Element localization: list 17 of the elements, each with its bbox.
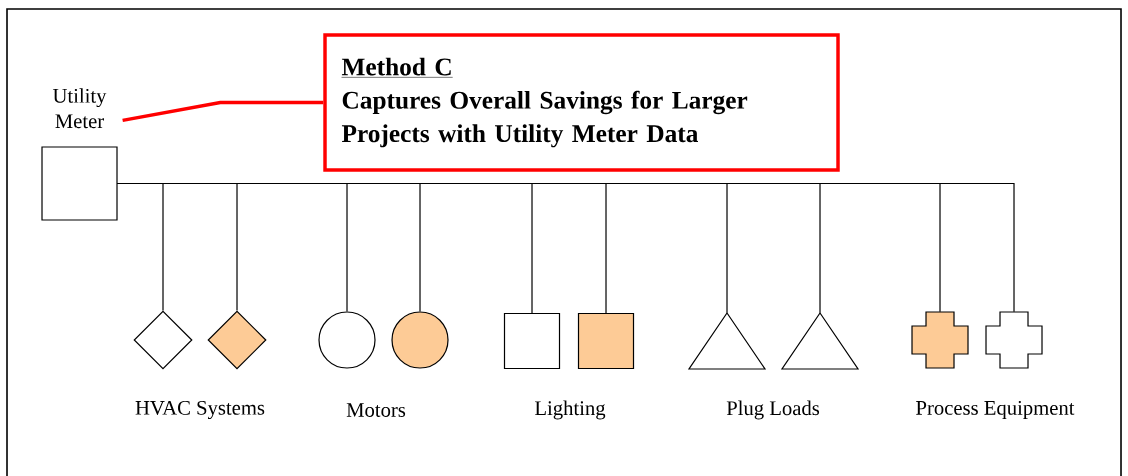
cross-symbol — [911, 311, 969, 369]
group-label: HVAC Systems — [135, 400, 265, 420]
group-label: Lighting — [535, 400, 606, 420]
group-label: Plug Loads — [726, 400, 820, 420]
diamond-symbol — [207, 310, 267, 370]
square-symbol — [577, 312, 635, 370]
circle-symbol — [318, 311, 376, 369]
leader-line — [122, 100, 324, 123]
circle-symbol — [391, 311, 449, 369]
group-label: Motors — [346, 403, 406, 417]
cross-symbol — [985, 311, 1043, 369]
group-label: Process Equipment — [916, 400, 1075, 420]
square-symbol — [503, 312, 561, 370]
diamond-symbol — [133, 310, 193, 370]
meter-box: Utility Meter — [41, 88, 118, 221]
node-label: Utility Meter — [52, 88, 107, 129]
callout-box: Method C Captures Overall Savings for Larger Projects with Utility Meter Data — [323, 33, 840, 172]
